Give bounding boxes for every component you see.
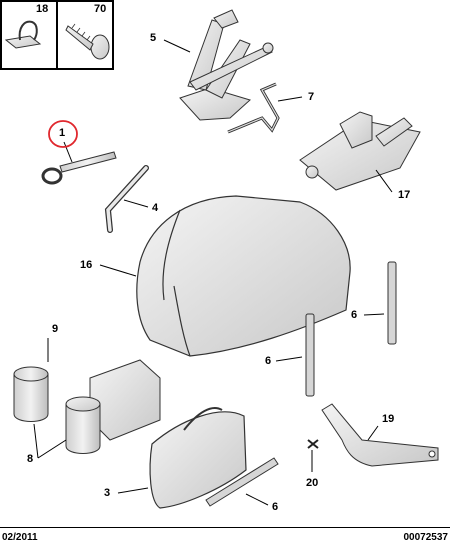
footer-date: 02/2011: [2, 532, 38, 543]
part-7-crank-handle: [227, 82, 280, 134]
part-3-tool-case: [149, 407, 247, 509]
callout-3: 3: [104, 487, 111, 499]
part-8-compressor: [65, 359, 161, 454]
callout-4: 4: [152, 202, 159, 214]
callout-6-bottom: 6: [272, 501, 279, 513]
part-20-clip: [307, 439, 319, 449]
part-18-bracket: [4, 20, 42, 49]
part-4-wheel-brace: [104, 165, 149, 233]
callout-6-right: 6: [351, 309, 358, 321]
part-6c-strap: [205, 457, 279, 507]
part-9-canister: [13, 366, 49, 422]
part-70-screw: [65, 23, 110, 60]
callout-18: 18: [36, 3, 49, 15]
part-16-storage-bag: [136, 195, 351, 357]
inset-divider: [56, 0, 58, 68]
part-19-bracket: [321, 403, 439, 467]
callout-6-middle: 6: [265, 355, 272, 367]
callout-9: 9: [52, 323, 59, 335]
part-6b-strap: [305, 313, 315, 397]
callout-16: 16: [80, 259, 93, 271]
callout-19: 19: [382, 413, 395, 425]
footer-reference: 00072537: [403, 532, 449, 543]
leader-lines: [33, 39, 393, 506]
part-6a-strap: [387, 261, 397, 345]
callout-8: 8: [27, 453, 34, 465]
callout-7: 7: [308, 91, 315, 103]
callout-20: 20: [306, 477, 319, 489]
part-17-bottle-jack: [299, 111, 421, 191]
callout-1: 1: [59, 127, 66, 139]
callout-70: 70: [94, 3, 107, 15]
callout-5: 5: [150, 32, 157, 44]
part-1-towing-eye: [41, 151, 117, 185]
highlight-ring: [48, 120, 78, 148]
callout-17: 17: [398, 189, 411, 201]
footer-divider: [0, 527, 450, 528]
part-5-scissor-jack: [179, 9, 274, 121]
